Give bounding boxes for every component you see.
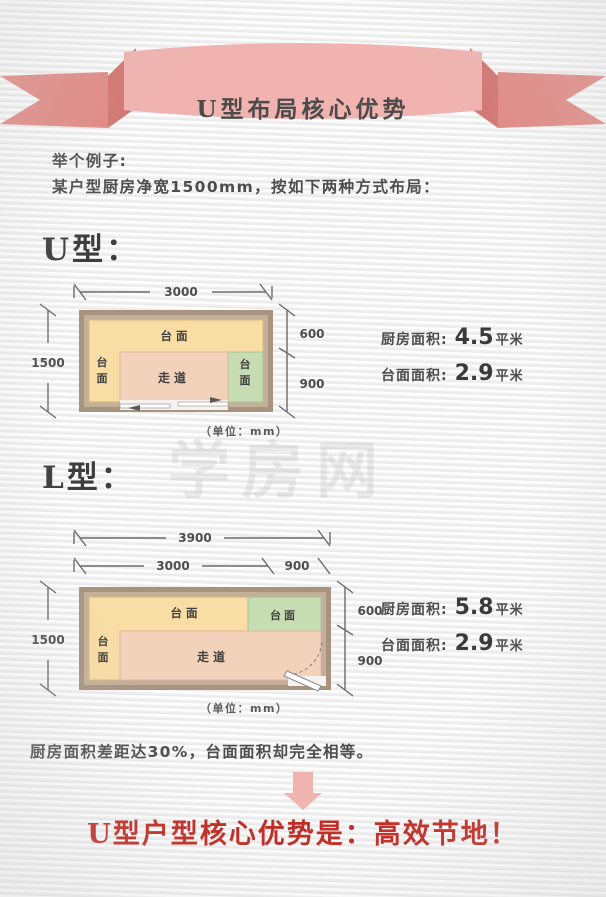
- l-type-stats: 厨房面积: 5.8 平米 台面面积: 2.9 平米: [381, 595, 524, 667]
- u-unit-note: （单位：mm）: [200, 425, 289, 438]
- banner-title: U型布局核心优势: [196, 96, 410, 123]
- stat-unit: 平米: [495, 369, 524, 384]
- u-type-stats: 厨房面积: 4.5 平米 台面面积: 2.9 平米: [381, 325, 524, 397]
- stat-label: 厨房面积:: [381, 332, 448, 348]
- stat-value: 2.9: [454, 361, 494, 386]
- stat-row: 厨房面积: 5.8 平米: [381, 595, 524, 620]
- stat-value: 4.5: [454, 325, 494, 350]
- intro-line-2: 某户型厨房净宽1500mm，按如下两种方式布局：: [52, 178, 441, 196]
- stat-value: 5.8: [454, 595, 494, 620]
- watermark: 学房网: [168, 434, 391, 507]
- stat-row: 厨房面积: 4.5 平米: [381, 325, 524, 350]
- final-statement: U型户型核心优势是：高效节地！: [87, 819, 519, 850]
- stat-unit: 平米: [495, 603, 524, 618]
- intro-line-1: 举个例子:: [52, 152, 128, 170]
- stat-unit: 平米: [495, 333, 524, 348]
- stat-row: 台面面积: 2.9 平米: [381, 631, 524, 656]
- intro-text: 举个例子: 某户型厨房净宽1500mm，按如下两种方式布局：: [52, 148, 440, 200]
- stat-label: 台面面积:: [381, 368, 448, 384]
- l-unit-note: （单位：mm）: [200, 702, 289, 715]
- stat-value: 2.9: [454, 631, 494, 656]
- stat-label: 厨房面积:: [381, 602, 448, 618]
- stat-label: 台面面积:: [381, 638, 448, 654]
- section-heading-l: L型：: [42, 460, 135, 496]
- stat-unit: 平米: [495, 639, 524, 654]
- banner-shape: [0, 43, 606, 128]
- stat-row: 台面面积: 2.9 平米: [381, 361, 524, 386]
- title-banner: U型布局核心优势: [0, 36, 606, 128]
- section-heading-u: U型：: [42, 232, 141, 268]
- conclusion-text: 厨房面积差距达30%，台面面积却完全相等。: [30, 743, 374, 761]
